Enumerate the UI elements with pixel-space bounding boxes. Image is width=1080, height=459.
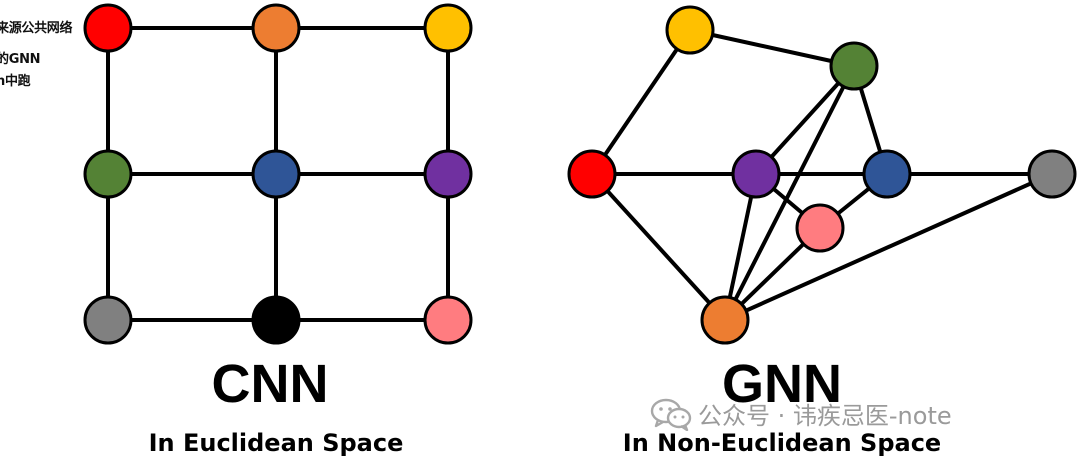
gnn-edge bbox=[723, 172, 758, 322]
gnn-edge bbox=[723, 172, 1054, 322]
gnn-edge bbox=[590, 28, 692, 176]
overlay-text-line-3: n中跑 bbox=[0, 74, 31, 89]
cnn-node-purple bbox=[423, 149, 473, 199]
cnn-nodes bbox=[83, 3, 473, 345]
gnn-node-pink bbox=[795, 203, 845, 253]
overlay-text-line-2: 的GNN bbox=[0, 52, 41, 67]
gnn-node-purple bbox=[731, 149, 781, 199]
cnn-subtitle: In Euclidean Space bbox=[149, 429, 404, 457]
cnn-title: CNN bbox=[212, 354, 329, 414]
gnn-edge bbox=[688, 28, 856, 68]
gnn-node-red bbox=[567, 149, 617, 199]
gnn-node-green bbox=[829, 41, 879, 91]
wechat-icon bbox=[650, 398, 692, 431]
gnn-edge bbox=[723, 64, 856, 322]
gnn-subtitle: In Non-Euclidean Space bbox=[623, 429, 941, 457]
gnn-node-orange bbox=[700, 295, 750, 345]
cnn-node-black bbox=[251, 295, 301, 345]
cnn-node-pink bbox=[423, 295, 473, 345]
cnn-node-yellow bbox=[423, 3, 473, 53]
watermark-text: 公众号 · 讳疾忌医-note bbox=[698, 402, 952, 430]
watermark: 公众号 · 讳疾忌医-note bbox=[650, 396, 952, 431]
gnn-title: GNN bbox=[722, 354, 842, 414]
cnn-node-gray bbox=[83, 295, 133, 345]
overlay-text-line-1: 来源公共网络 bbox=[0, 21, 73, 36]
gnn-node-yellow bbox=[665, 5, 715, 55]
cnn-node-red bbox=[83, 3, 133, 53]
cnn-node-green bbox=[83, 149, 133, 199]
gnn-edge bbox=[590, 172, 727, 322]
gnn-node-blue bbox=[862, 149, 912, 199]
gnn-node-gray bbox=[1027, 149, 1077, 199]
cnn-node-blue bbox=[251, 149, 301, 199]
gnn-nodes bbox=[567, 5, 1077, 345]
cnn-node-orange bbox=[251, 3, 301, 53]
gnn-edges bbox=[590, 28, 1054, 322]
